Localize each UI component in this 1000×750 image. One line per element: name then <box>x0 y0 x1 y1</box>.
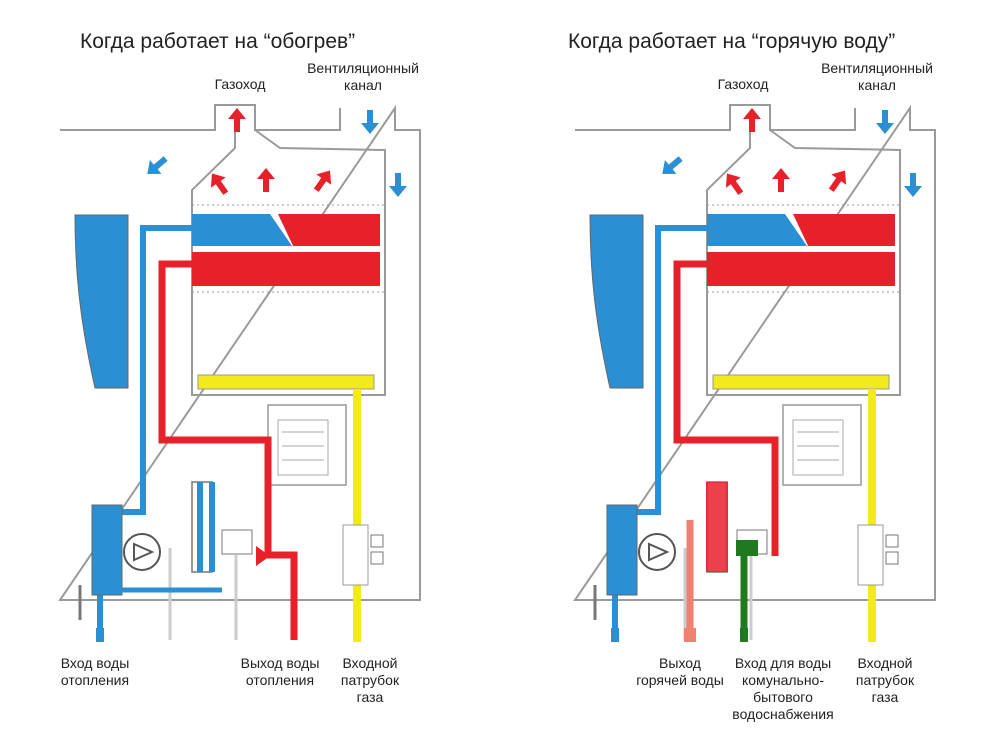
left-heating-out-label: Выход воды отопления <box>240 655 320 688</box>
right-hot-supply-pipe <box>673 260 779 556</box>
right-hot-out-label: Выход горячей воды <box>636 655 724 688</box>
left-heating-in-label: Вход воды отопления <box>60 655 130 688</box>
left-boiler-diagram <box>60 105 420 642</box>
left-hot-supply-pipe <box>158 260 298 640</box>
right-flue-label: Газоход <box>717 76 769 92</box>
right-cold-in-label: Вход для воды комунально- бытового водос… <box>732 655 834 722</box>
right-vent-label: Вентиляционный канал <box>821 60 933 93</box>
right-gas-in-label: Входной патрубок газа <box>855 655 915 705</box>
left-flue-label: Газоход <box>214 76 266 92</box>
right-panel-title: Когда работает на “горячую воду” <box>568 30 896 53</box>
left-gas-in-label: Входной патрубок газа <box>340 655 400 705</box>
left-vent-label: Вентиляционный канал <box>307 60 419 93</box>
right-boiler-diagram <box>575 105 935 642</box>
left-panel-title: Когда работает на “обогрев” <box>80 30 356 53</box>
